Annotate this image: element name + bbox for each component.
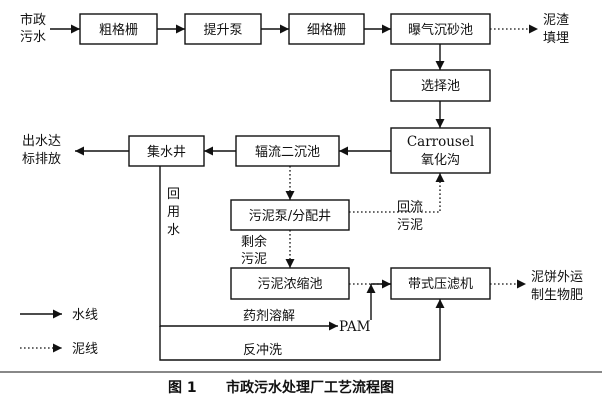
effluent-discharge-label: 出水达 标排放 [22,134,61,167]
svg-text:泥渣: 泥渣 [543,13,569,28]
fine-screen-box: 细格栅 [288,13,365,45]
sludge-pump-well-box: 污泥泵/分配井 [230,199,350,231]
oxidation-ditch-label: 氧化沟 [421,153,460,168]
svg-text:污泥: 污泥 [397,218,423,233]
svg-text:市政: 市政 [20,12,46,28]
svg-text:泥饼外运: 泥饼外运 [531,270,583,285]
lift-pump-label: 提升泵 [203,22,242,38]
svg-text:出水达: 出水达 [22,134,61,149]
chemical-dissolving-label: 药剂溶解 [243,309,295,324]
belt-filter-press-label: 带式压滤机 [408,277,473,292]
backwash-label: 反冲洗 [243,343,282,358]
collection-well-box: 集水井 [128,135,205,167]
excess-sludge-label: 剩余 污泥 [241,234,267,267]
return-sludge-label: 回流 污泥 [397,200,423,233]
legend-water-line-label: 水线 [72,308,98,323]
sludge-line-return-sludge [349,173,445,213]
collection-well-label: 集水井 [147,144,186,160]
fine-screen-label: 细格栅 [307,22,346,38]
pam-label: PAM [339,319,371,335]
svg-text:回流: 回流 [397,200,423,215]
belt-filter-press-box: 带式压滤机 [390,267,491,300]
aerated-grit-chamber-label: 曝气沉砂池 [408,22,473,38]
water-line-backwash-to-filter-press [159,299,445,361]
svg-text:标排放: 标排放 [22,152,61,167]
sludge-cake-label: 泥饼外运 制生物肥 [531,270,583,303]
municipal-sewage-label: 市政 污水 [20,12,46,45]
svg-text:污泥: 污泥 [241,252,267,267]
sludge-pump-well-label: 污泥泵/分配井 [249,209,331,224]
svg-text:剩余: 剩余 [241,234,267,250]
svg-text:用: 用 [167,205,180,220]
svg-text:填埋: 填埋 [543,31,569,46]
sludge-thickener-box: 污泥浓缩池 [230,267,350,300]
figure-title: 市政污水处理厂工艺流程图 [226,379,394,396]
figure-caption: 图 1 市政污水处理厂工艺流程图 [168,379,394,396]
legend: 水线 泥线 [20,308,98,357]
coarse-screen-label: 粗格栅 [99,22,138,38]
radial-clarifier-label: 辐流二沉池 [255,145,320,160]
carrousel-ditch-box: Carrousel 氧化沟 [390,127,491,174]
reuse-water-label: 回 用 水 [167,187,180,238]
carrousel-label: Carrousel [407,134,474,150]
selector-tank-box: 选择池 [390,69,491,102]
figure-number: 图 1 [168,380,197,396]
svg-text:水: 水 [167,223,180,238]
coarse-screen-box: 粗格栅 [79,13,158,45]
legend-sludge-line-label: 泥线 [72,342,98,357]
radial-clarifier-box: 辐流二沉池 [235,135,340,167]
grit-landfill-label: 泥渣 填埋 [543,13,569,46]
aerated-grit-chamber-box: 曝气沉砂池 [390,13,491,45]
svg-text:污水: 污水 [20,30,46,45]
lift-pump-box: 提升泵 [184,13,262,45]
svg-text:回: 回 [167,187,180,202]
svg-text:制生物肥: 制生物肥 [531,288,583,303]
sludge-thickener-label: 污泥浓缩池 [257,276,322,292]
selector-tank-label: 选择池 [421,79,460,94]
